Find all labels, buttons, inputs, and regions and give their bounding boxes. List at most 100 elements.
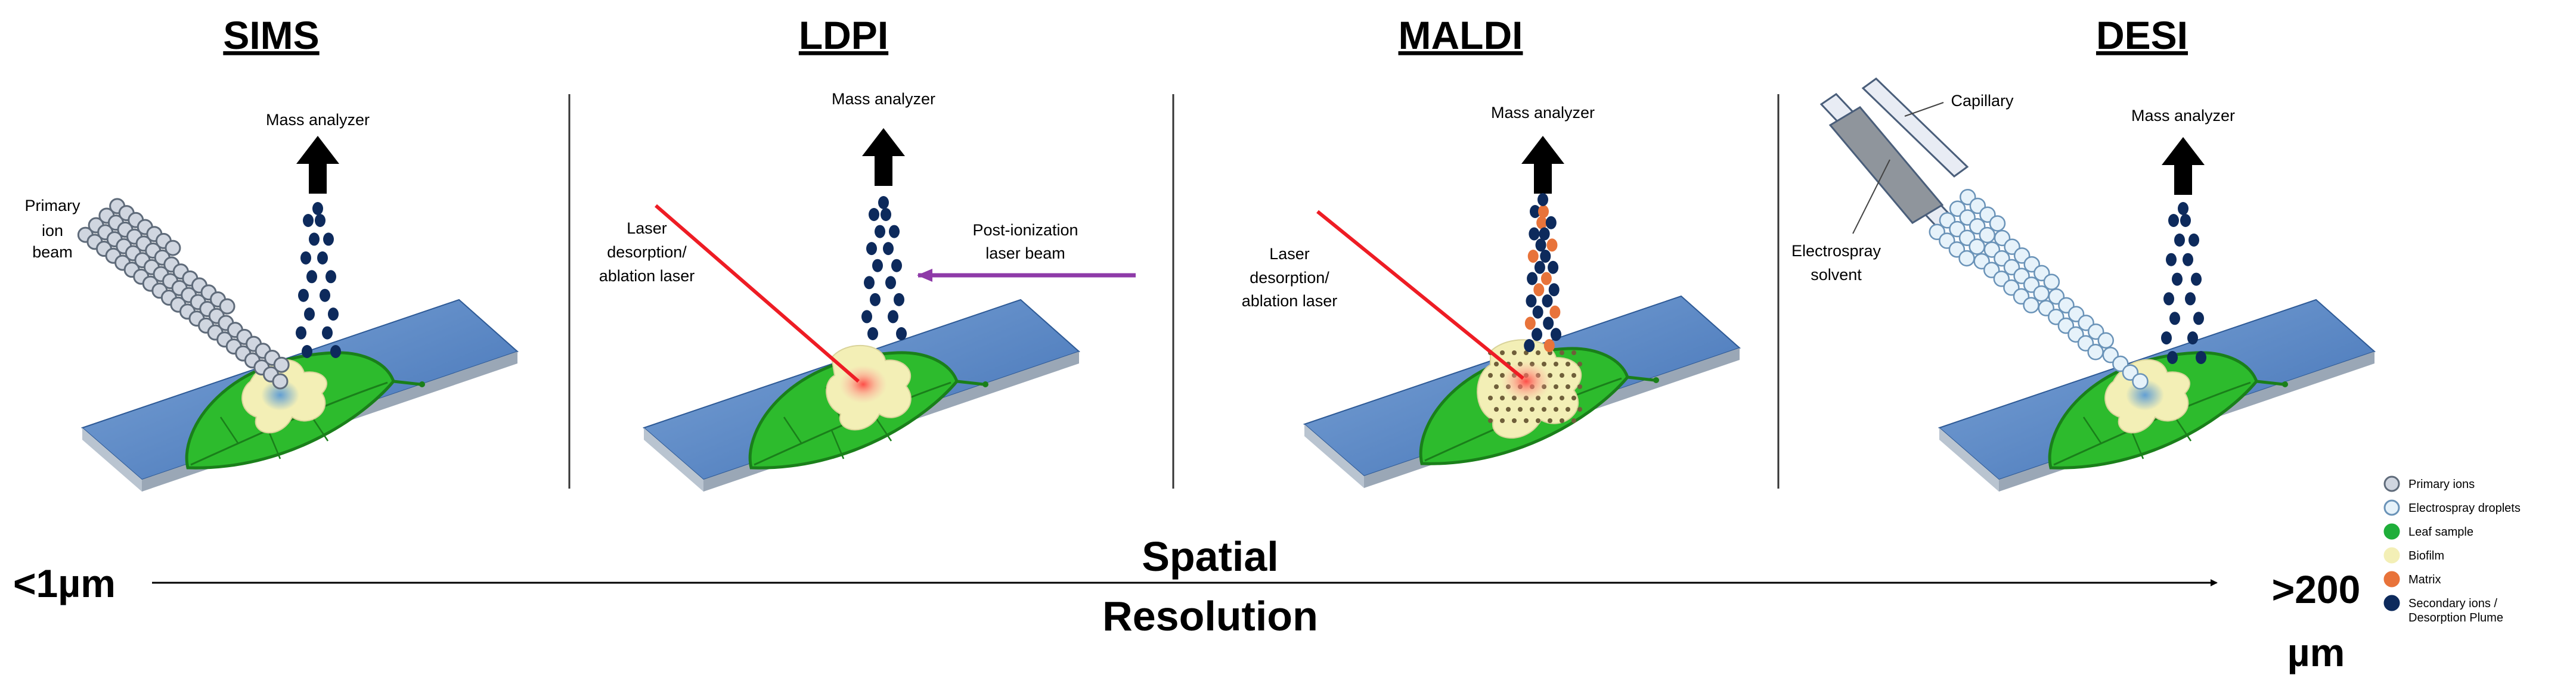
matrix-crystal (1530, 407, 1535, 412)
electrospray-emitter (1819, 77, 1969, 234)
legend-item: Biofilm (2383, 547, 2444, 564)
matrix-crystal (1536, 418, 1540, 423)
matrix-crystal (1500, 350, 1505, 355)
secondary-ion (1532, 305, 1543, 319)
secondary-ion (875, 225, 885, 238)
secondary-ion (1530, 205, 1540, 218)
matrix-crystal (1560, 350, 1564, 355)
matrix-crystal (1566, 384, 1570, 389)
matrix-crystal (1524, 418, 1529, 423)
panel-title: MALDI (1399, 13, 1523, 57)
secondary-ion (304, 307, 315, 321)
primary-ion-beam (77, 198, 290, 390)
matrix-crystal (1560, 396, 1564, 400)
svg-text:desorption/: desorption/ (607, 243, 687, 261)
solvent-pointer (1852, 159, 1890, 234)
secondary-ion (1548, 260, 1559, 274)
laser-label: Laser desorption/ ablation laser (599, 219, 695, 285)
secondary-ion (306, 270, 317, 284)
spatial-resolution-axis: <1µm Spatial Resolution >200 µm (13, 533, 2360, 675)
matrix-crystal (1494, 384, 1499, 389)
matrix-particle (1543, 339, 1555, 352)
svg-text:ablation laser: ablation laser (1242, 292, 1338, 310)
secondary-ion (1548, 283, 1560, 297)
legend-swatch (2383, 595, 2400, 611)
secondary-ion (322, 326, 333, 340)
matrix-particle (1533, 283, 1545, 297)
secondary-ion (2169, 312, 2180, 325)
secondary-ion (2166, 253, 2177, 266)
secondary-ion (2180, 214, 2191, 227)
svg-text:Post-ionization: Post-ionization (972, 221, 1078, 239)
secondary-ion (323, 232, 334, 246)
post-ionization-label: Post-ionization laser beam (972, 221, 1078, 262)
secondary-ion (1537, 193, 1548, 206)
legend-label: Leaf sample (2408, 526, 2473, 539)
svg-text:Primary: Primary (25, 197, 80, 215)
secondary-ion (872, 259, 883, 272)
mass-analyzer-arrow (1521, 136, 1564, 194)
legend-label: Desorption Plume (2408, 611, 2503, 624)
secondary-ion (2185, 292, 2196, 306)
matrix-crystal (1548, 396, 1552, 400)
desorption-laser-beam (655, 204, 860, 383)
secondary-ion (881, 208, 891, 221)
matrix-crystal (1560, 418, 1564, 423)
matrix-crystal (1494, 407, 1499, 412)
axis-title-line2: Resolution (1102, 593, 1318, 639)
matrix-particle (1524, 316, 1536, 330)
electrospray-droplet (1989, 215, 2006, 232)
secondary-ion (2188, 233, 2199, 247)
panel-title: SIMS (223, 13, 319, 57)
legend-item: Secondary ions /Desorption Plume (2383, 595, 2503, 624)
primary-ion (219, 298, 235, 315)
secondary-ion (2172, 272, 2183, 286)
matrix-particle (1538, 205, 1549, 218)
matrix-crystal (1512, 418, 1517, 423)
matrix-crystal (1571, 396, 1576, 400)
legend-swatch (2383, 499, 2400, 516)
legend-item: Matrix (2383, 571, 2441, 588)
secondary-ion (867, 327, 878, 340)
secondary-ion (866, 242, 877, 256)
secondary-ion (888, 310, 898, 324)
axis-right-label-line1: >200 (2272, 567, 2361, 611)
desorption-laser-beam (1316, 210, 1524, 380)
secondary-ion-plume (861, 196, 907, 340)
secondary-ion (312, 202, 323, 215)
secondary-ion (326, 270, 336, 284)
secondary-ion (870, 293, 881, 306)
secondary-ion (1526, 294, 1537, 307)
secondary-ion (861, 310, 872, 324)
svg-text:Laser: Laser (1269, 245, 1310, 263)
matrix-crystal (1494, 362, 1499, 366)
secondary-ion (878, 196, 889, 209)
secondary-ion (2161, 331, 2172, 345)
secondary-ion (2178, 202, 2188, 215)
axis-title-line1: Spatial (1142, 533, 1279, 580)
secondary-ion-plume (1524, 193, 1561, 352)
legend-swatch (2383, 571, 2400, 588)
mass-analyzer-label: Mass analyzer (1491, 104, 1595, 122)
svg-text:ablation laser: ablation laser (599, 267, 695, 285)
secondary-ion (891, 259, 902, 272)
legend-label: Biofilm (2408, 549, 2444, 562)
analysis-spot (261, 380, 299, 411)
secondary-ion-plume (2161, 202, 2206, 364)
svg-text:beam: beam (32, 243, 73, 261)
matrix-particle (1527, 250, 1539, 263)
secondary-ion (302, 345, 312, 358)
svg-text:Electrospray: Electrospray (1791, 242, 1881, 260)
matrix-particle (1540, 272, 1552, 285)
secondary-ion (2163, 292, 2174, 306)
matrix-particle (1536, 216, 1548, 229)
legend-label: Secondary ions / (2408, 597, 2497, 610)
matrix-crystal (1560, 373, 1564, 378)
legend-label: Primary ions (2408, 478, 2475, 491)
secondary-ion (317, 251, 328, 265)
matrix-crystal (1571, 373, 1576, 378)
electrospray-solvent-label: Electrospray solvent (1791, 242, 1881, 284)
matrix-crystal (1577, 362, 1582, 366)
secondary-ion (889, 225, 900, 238)
